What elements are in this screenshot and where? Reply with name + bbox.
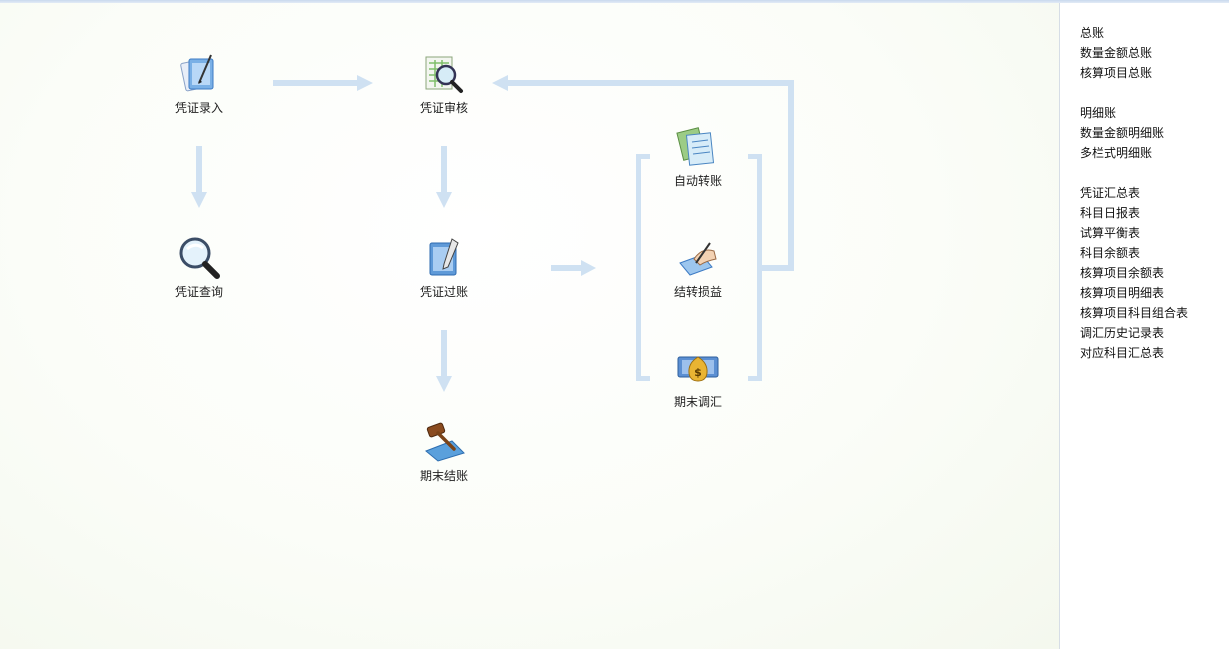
voucher-review-label: 凭证审核 (419, 101, 468, 115)
sidebar-group-reports: 凭证汇总表 科目日报表 试算平衡表 科目余额表 核算项目余额表 核算项目明细表 … (1080, 183, 1188, 363)
carry-forward-label: 结转损益 (673, 285, 722, 299)
link-item-account-combo[interactable]: 核算项目科目组合表 (1080, 306, 1189, 320)
node-voucher-review[interactable]: 凭证审核 (404, 51, 484, 116)
svg-text:$: $ (694, 366, 702, 379)
arrow-return-horizontal-low (762, 265, 794, 271)
fx-adjust-label: 期末调汇 (673, 395, 722, 409)
report-sidebar (1059, 3, 1229, 649)
gavel-icon (425, 422, 465, 462)
node-voucher-post[interactable]: 凭证过账 (404, 235, 484, 300)
voucher-entry-label: 凭证录入 (174, 101, 223, 115)
arrow-entry-to-query (196, 146, 202, 192)
node-voucher-query[interactable]: 凭证查询 (159, 235, 239, 300)
arrow-post-to-close (441, 330, 447, 376)
arrow-post-to-group (551, 265, 581, 271)
arrowhead-entry-to-review (357, 75, 373, 91)
voucher-entry-icon (180, 54, 214, 92)
arrowhead-post-to-close (436, 376, 452, 392)
auto-transfer-icon (676, 127, 715, 166)
link-voucher-summary[interactable]: 凭证汇总表 (1080, 186, 1141, 200)
post-voucher-icon (429, 238, 459, 276)
arrow-entry-to-review (273, 80, 357, 86)
arrow-return-horizontal-top (508, 80, 794, 86)
bracket-left (636, 154, 641, 381)
node-fx-adjust[interactable]: $ 期末调汇 (658, 345, 738, 410)
arrowhead-entry-to-query (191, 192, 207, 208)
arrowhead-review-to-post (436, 192, 452, 208)
bracket-right (757, 154, 762, 381)
voucher-query-label: 凭证查询 (174, 285, 223, 299)
link-general-ledger[interactable]: 总账 (1080, 26, 1105, 40)
top-border (0, 0, 1229, 3)
flow-canvas (0, 3, 1059, 649)
voucher-review-icon (425, 56, 463, 93)
auto-transfer-label: 自动转账 (673, 174, 722, 188)
node-auto-transfer[interactable]: 自动转账 (658, 124, 738, 189)
link-detail-ledger[interactable]: 明细账 (1080, 106, 1117, 120)
link-trial-balance[interactable]: 试算平衡表 (1080, 226, 1141, 240)
arrow-review-to-post (441, 146, 447, 192)
link-qty-amount-detail[interactable]: 数量金额明细账 (1080, 126, 1165, 140)
link-counterpart-summary[interactable]: 对应科目汇总表 (1080, 346, 1165, 360)
money-bag-icon: $ (677, 356, 719, 382)
sidebar-group-ledger: 总账 数量金额总账 核算项目总账 (1080, 23, 1152, 83)
link-account-daily[interactable]: 科目日报表 (1080, 206, 1141, 220)
link-item-detail[interactable]: 核算项目明细表 (1080, 286, 1165, 300)
link-item-ledger[interactable]: 核算项目总账 (1080, 66, 1153, 80)
arrowhead-post-to-group (581, 260, 596, 276)
node-carry-forward[interactable]: 结转损益 (658, 235, 738, 300)
link-fx-history[interactable]: 调汇历史记录表 (1080, 326, 1165, 340)
node-period-close[interactable]: 期末结账 (404, 419, 484, 484)
magnifier-icon (179, 237, 220, 279)
hand-pen-icon (679, 242, 717, 276)
link-account-balance[interactable]: 科目余额表 (1080, 246, 1141, 260)
flow-arrows (191, 75, 794, 392)
period-close-label: 期末结账 (419, 469, 468, 483)
sidebar-group-detail: 明细账 数量金额明细账 多栏式明细账 (1080, 103, 1164, 163)
link-qty-amount-ledger[interactable]: 数量金额总账 (1080, 46, 1153, 60)
arrowhead-return-to-review (492, 75, 508, 91)
link-multi-column-detail[interactable]: 多栏式明细账 (1080, 146, 1153, 160)
voucher-post-label: 凭证过账 (419, 285, 468, 299)
arrow-return-vertical (788, 80, 794, 271)
node-voucher-entry[interactable]: 凭证录入 (159, 51, 239, 116)
link-item-balance[interactable]: 核算项目余额表 (1080, 266, 1165, 280)
